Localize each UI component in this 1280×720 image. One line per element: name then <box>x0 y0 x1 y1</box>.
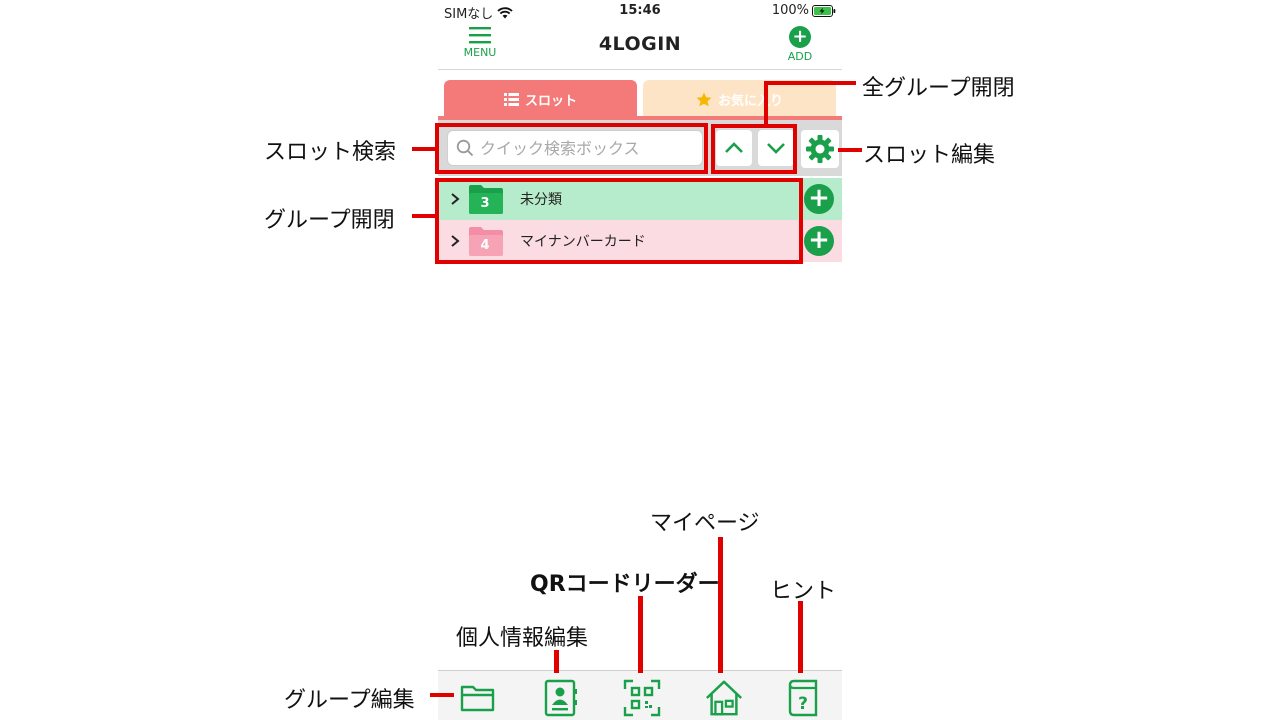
app-logo: 4LOGIN <box>598 33 682 55</box>
folder-icon: 3 <box>468 183 504 215</box>
tab-favorites-label: お気に入り <box>717 93 783 109</box>
add-slot-button[interactable]: + <box>804 226 834 256</box>
callout-line-group-toggle <box>412 214 436 218</box>
quick-search-box[interactable] <box>447 130 703 166</box>
qr-reader-button[interactable] <box>622 678 662 718</box>
contact-card-icon <box>544 679 577 717</box>
callout-line-mypage <box>718 537 723 673</box>
callout-box-all-group <box>711 124 797 174</box>
group-row-mynumber[interactable]: 4 マイナンバーカード + <box>438 220 842 262</box>
add-label: ADD <box>787 50 813 63</box>
bottom-tab-bar: ? <box>438 670 842 720</box>
svg-text:?: ? <box>798 694 808 714</box>
label-group-toggle: グループ開閉 <box>264 208 395 233</box>
label-qr-reader: QRコードリーダー <box>530 572 720 597</box>
group-edit-button[interactable] <box>458 678 498 718</box>
gear-icon <box>806 135 834 163</box>
tab-bar: スロット お気に入り <box>438 80 842 118</box>
tab-favorites[interactable]: お気に入り <box>643 80 836 118</box>
list-icon <box>503 92 519 106</box>
group-toggle-area[interactable]: 4 マイナンバーカード <box>438 220 800 262</box>
group-name: 未分類 <box>520 192 562 208</box>
callout-line-slot-search <box>412 147 436 151</box>
folder-icon: 4 <box>468 225 504 257</box>
tab-indicator-strip <box>438 116 842 120</box>
group-count: 4 <box>480 238 490 253</box>
battery-percent: 100% <box>771 3 809 18</box>
slot-edit-button[interactable] <box>801 130 839 168</box>
status-bar: SIMなし 15:46 100% <box>438 0 842 22</box>
callout-line-all-group-v <box>764 81 768 127</box>
label-mypage: マイページ <box>650 511 760 536</box>
callout-line-all-group-h <box>764 81 856 85</box>
chevron-right-icon <box>451 235 460 247</box>
add-slot-button[interactable]: + <box>804 184 834 214</box>
expand-all-button[interactable] <box>758 130 794 166</box>
callout-line-profile <box>554 650 559 673</box>
label-slot-edit: スロット編集 <box>863 143 996 168</box>
chevron-up-icon <box>725 142 743 153</box>
chevron-right-icon <box>451 193 460 205</box>
collapse-all-button[interactable] <box>716 130 752 166</box>
clock: 15:46 <box>619 3 661 18</box>
menu-button[interactable]: MENU <box>456 26 504 59</box>
battery-indicator: 100% <box>772 3 836 18</box>
tab-slot-label: スロット <box>524 93 577 109</box>
callout-line-hint <box>798 601 803 673</box>
group-row-uncategorized[interactable]: 3 未分類 + <box>438 178 842 220</box>
carrier-text: SIMなし <box>444 7 494 22</box>
hamburger-icon <box>469 27 491 44</box>
profile-edit-button[interactable] <box>541 678 581 718</box>
callout-line-slot-edit <box>838 148 862 152</box>
help-book-icon: ? <box>788 679 818 717</box>
mypage-button[interactable] <box>704 678 744 718</box>
group-toggle-area[interactable]: 3 未分類 <box>438 178 800 220</box>
chevron-down-icon <box>767 143 785 154</box>
label-group-edit: グループ編集 <box>284 688 415 713</box>
wifi-icon <box>497 6 513 18</box>
app-header: MENU 4LOGIN + ADD <box>438 22 842 70</box>
callout-line-group-edit <box>430 693 454 697</box>
slot-toolbar <box>438 120 842 176</box>
battery-charging-icon <box>812 4 836 17</box>
qr-code-icon <box>623 679 661 717</box>
plus-icon: + <box>789 26 811 48</box>
group-name: マイナンバーカード <box>520 234 646 250</box>
carrier-indicator: SIMなし <box>444 3 513 22</box>
label-hint: ヒント <box>770 579 837 604</box>
home-icon <box>706 680 742 716</box>
menu-label: MENU <box>463 46 497 59</box>
label-profile-edit: 個人情報編集 <box>456 626 589 651</box>
star-icon <box>696 92 712 106</box>
add-button[interactable]: + ADD <box>780 26 820 63</box>
callout-box-search <box>435 123 708 174</box>
folder-icon <box>460 685 495 712</box>
callout-line-qr <box>638 596 643 673</box>
search-icon <box>456 139 474 157</box>
hint-button[interactable]: ? <box>783 678 823 718</box>
label-all-group-toggle: 全グループ開閉 <box>862 76 1015 101</box>
group-count: 3 <box>480 196 490 211</box>
tab-slot[interactable]: スロット <box>444 80 637 118</box>
search-input[interactable] <box>480 138 690 158</box>
label-slot-search: スロット検索 <box>264 140 397 165</box>
callout-box-groups <box>435 178 803 264</box>
